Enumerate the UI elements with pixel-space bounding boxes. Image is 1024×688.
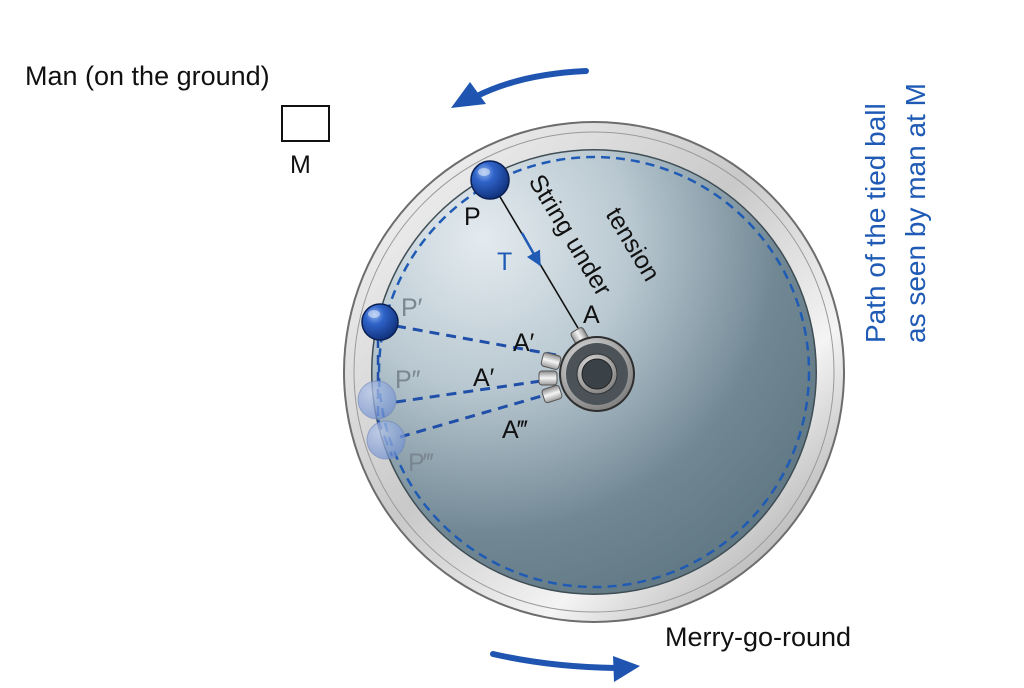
ball-ghost-p3: [366, 420, 406, 460]
ball-ghost-p2: [357, 380, 397, 420]
path-caption-line2: as seen by man at M: [900, 83, 931, 343]
ball-p1: [361, 303, 399, 341]
hub: [559, 336, 635, 412]
label-p-prime: P′: [401, 294, 423, 322]
rotation-arrow-bottom-icon: [490, 651, 640, 682]
path-caption-line1: Path of the tied ball: [860, 103, 891, 343]
label-a-prime-2: A′: [473, 364, 495, 392]
man-label: Man (on the ground): [25, 61, 270, 91]
ball-p: [470, 160, 510, 200]
rotation-arrow-top-icon: [451, 68, 589, 108]
hub-stubs: [538, 327, 590, 404]
label-a-prime: A′: [513, 329, 535, 357]
label-p: P: [464, 203, 481, 231]
man-box-icon: [281, 105, 330, 142]
tension-arrow-icon: [520, 232, 542, 267]
label-a-triple-prime: A‴: [502, 416, 528, 444]
man-marker: [281, 105, 330, 142]
label-a: A: [583, 301, 600, 329]
tension-symbol: T: [497, 248, 512, 276]
man-marker-label: M: [290, 151, 311, 179]
label-p-triple-prime: P‴: [408, 449, 434, 477]
label-p-double-prime: P″: [395, 366, 421, 394]
merry-go-round-label: Merry-go-round: [665, 622, 851, 652]
